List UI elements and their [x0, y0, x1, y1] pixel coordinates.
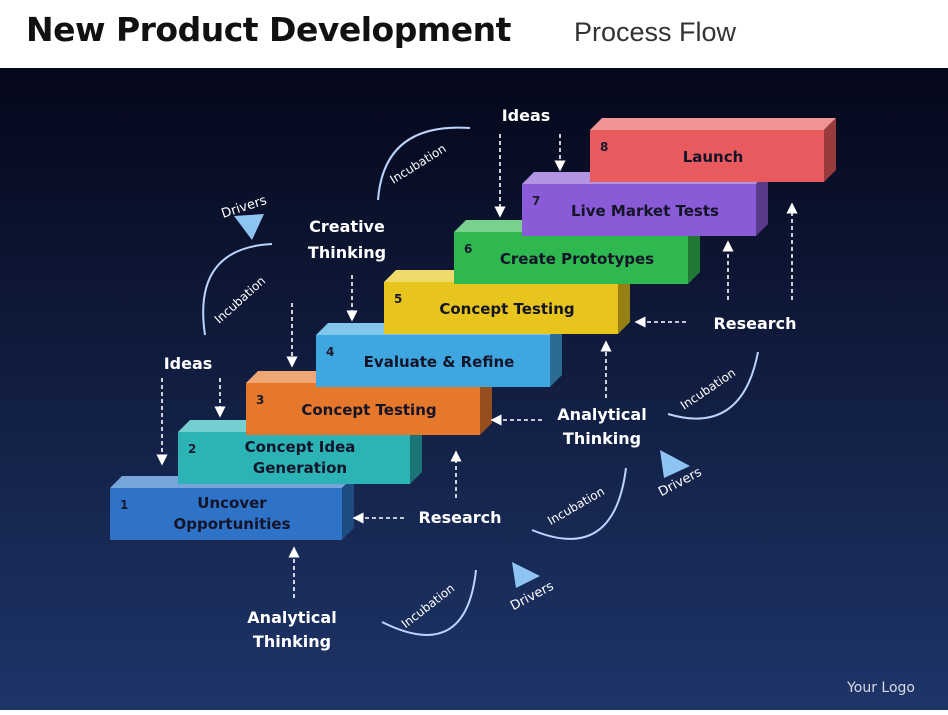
label-analytical-bottom-2: Thinking: [253, 632, 331, 651]
step-number: 3: [256, 393, 264, 407]
step-side-face: [410, 420, 422, 484]
driver-triangle-bottom: [512, 562, 540, 588]
step-label: Uncover: [197, 494, 267, 512]
step-label: Concept Testing: [439, 300, 574, 318]
step-front-face: [384, 282, 618, 334]
step-label: Launch: [683, 148, 744, 166]
step-front-face: [590, 130, 824, 182]
label-analytical-bottom-1: Analytical: [247, 608, 336, 627]
step-side-face: [618, 270, 630, 334]
step-side-face: [756, 172, 768, 236]
step-front-face: [246, 383, 480, 435]
incubation-arc-top: [377, 126, 471, 201]
step-number: 8: [600, 140, 608, 154]
step-number: 2: [188, 442, 196, 456]
step-label: Live Market Tests: [571, 202, 719, 220]
incubation-arc-left: [202, 243, 273, 336]
step-number: 5: [394, 292, 402, 306]
label-creative-1: Creative: [309, 217, 385, 236]
page-subtitle: Process Flow: [574, 17, 737, 47]
step-front-face: [522, 184, 756, 236]
step-label: Evaluate & Refine: [364, 353, 515, 371]
step-number: 6: [464, 242, 472, 256]
step-number: 7: [532, 194, 540, 208]
step-front-face: [178, 432, 410, 484]
incubation-arc-right: [667, 351, 759, 420]
step-side-face: [342, 476, 354, 540]
label-research-right: Research: [713, 314, 796, 333]
step-front-face: [454, 232, 688, 284]
title-bar: New Product Development Process Flow: [0, 0, 948, 68]
incubation-arc-bottom: [381, 569, 477, 636]
step-label: Opportunities: [173, 515, 290, 533]
drivers-triangles: [234, 214, 690, 588]
incubation-arcs: [202, 126, 759, 636]
step-label: Create Prototypes: [500, 250, 654, 268]
step-label: Concept Idea: [245, 438, 356, 456]
step-top-face: [590, 118, 836, 130]
label-ideas-left: Ideas: [164, 354, 213, 373]
logo-placeholder: Your Logo: [846, 680, 915, 696]
step-front-face: [316, 335, 550, 387]
step-side-face: [550, 323, 562, 387]
arrows-layer: [156, 134, 798, 598]
label-analytical-mid-1: Analytical: [557, 405, 646, 424]
driver-triangle-right: [660, 450, 690, 478]
step-label: Generation: [253, 459, 347, 477]
step-label: Concept Testing: [301, 401, 436, 419]
step-side-face: [824, 118, 836, 182]
label-analytical-mid-2: Thinking: [563, 429, 641, 448]
page-title: New Product Development: [26, 10, 511, 49]
label-research-mid: Research: [418, 508, 501, 527]
incubation-arc-midright: [531, 467, 627, 540]
step-number: 1: [120, 498, 128, 512]
driver-triangle-top: [234, 214, 264, 240]
label-ideas-top: Ideas: [502, 106, 551, 125]
step-number: 4: [326, 345, 334, 359]
label-creative-2: Thinking: [308, 243, 386, 262]
step-front-face: [110, 488, 342, 540]
